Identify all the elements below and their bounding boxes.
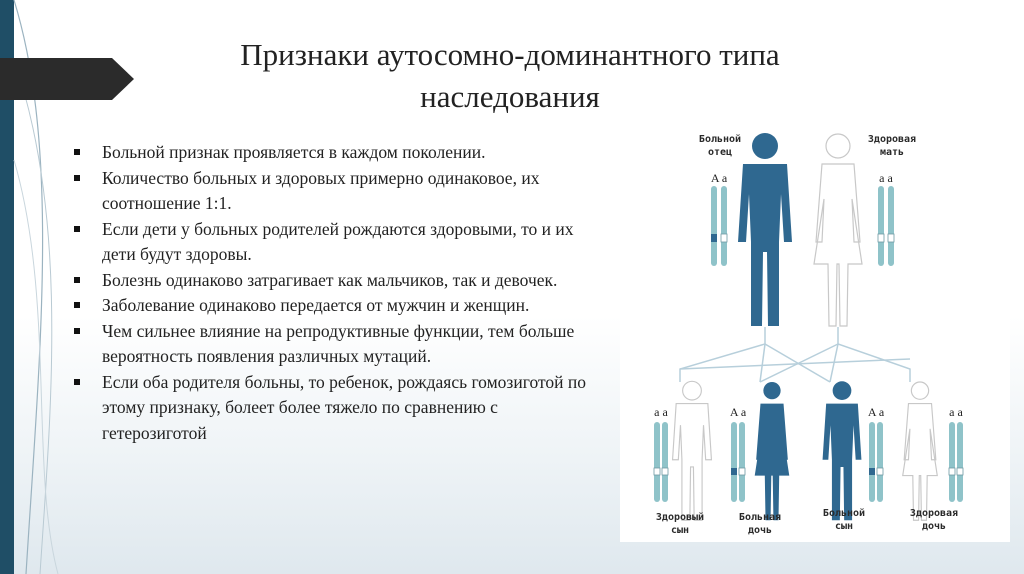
- child-healthy-daughter: [902, 381, 938, 521]
- child-4-label-2: дочь: [922, 521, 946, 532]
- title-arrow-tab: [0, 58, 134, 100]
- inheritance-diagram: Больной отец A a Здоровая мать a a a a: [620, 124, 1010, 542]
- father-label-2: отец: [708, 147, 732, 158]
- child-affected-son: [822, 381, 862, 521]
- title-line-1: Признаки аутосомно-доминантного типа: [240, 37, 780, 72]
- father-chromosomes: [711, 186, 728, 266]
- bullet-item: Если оба родителя больны, то ребенок, ро…: [72, 370, 592, 447]
- child-4-label-1: Здоровая: [910, 508, 958, 519]
- bullet-item: Больной признак проявляется в каждом пок…: [72, 140, 592, 166]
- child-3-label-2: сын: [835, 521, 853, 532]
- child-healthy-son: [671, 380, 713, 521]
- child-1-alleles: a a: [654, 405, 668, 419]
- child-3-chromosomes: [869, 422, 884, 502]
- bullet-list: Больной признак проявляется в каждом пок…: [72, 140, 592, 446]
- child-4-chromosomes: [948, 422, 964, 502]
- bullet-item: Количество больных и здоровых примерно о…: [72, 166, 592, 217]
- father-figure: [738, 133, 792, 326]
- mother-chromosomes: [877, 186, 895, 266]
- bullet-item: Чем сильнее влияние на репродуктивные фу…: [72, 319, 592, 370]
- child-1-chromosomes: [653, 422, 669, 502]
- child-2-alleles: A a: [730, 405, 747, 419]
- father-alleles: A a: [711, 171, 728, 185]
- bullet-item: Если дети у больных родителей рождаются …: [72, 217, 592, 268]
- child-2-chromosomes: [731, 422, 746, 502]
- child-2-label-1: Больная: [739, 512, 781, 523]
- child-4-alleles: a a: [949, 405, 963, 419]
- child-1-label-2: сын: [671, 525, 689, 536]
- child-3-alleles: A a: [868, 405, 885, 419]
- bullet-item: Заболевание одинаково передается от мужч…: [72, 293, 592, 319]
- child-2-label-2: дочь: [748, 525, 772, 536]
- connection-lines: [679, 327, 911, 383]
- father-label-1: Больной: [699, 133, 741, 145]
- bullet-item: Болезнь одинаково затрагивает как мальчи…: [72, 268, 592, 294]
- left-accent-band: [0, 0, 14, 574]
- child-affected-daughter: [754, 382, 790, 521]
- mother-figure: [813, 133, 863, 327]
- mother-label-2: мать: [880, 147, 904, 158]
- slide-title: Признаки аутосомно-доминантного типа нас…: [170, 34, 850, 118]
- child-1-label-1: Здоровый: [656, 511, 704, 523]
- mother-label-1: Здоровая: [868, 134, 916, 145]
- title-line-2: наследования: [420, 79, 600, 114]
- mother-alleles: a a: [879, 171, 893, 185]
- child-3-label-1: Больной: [823, 507, 865, 519]
